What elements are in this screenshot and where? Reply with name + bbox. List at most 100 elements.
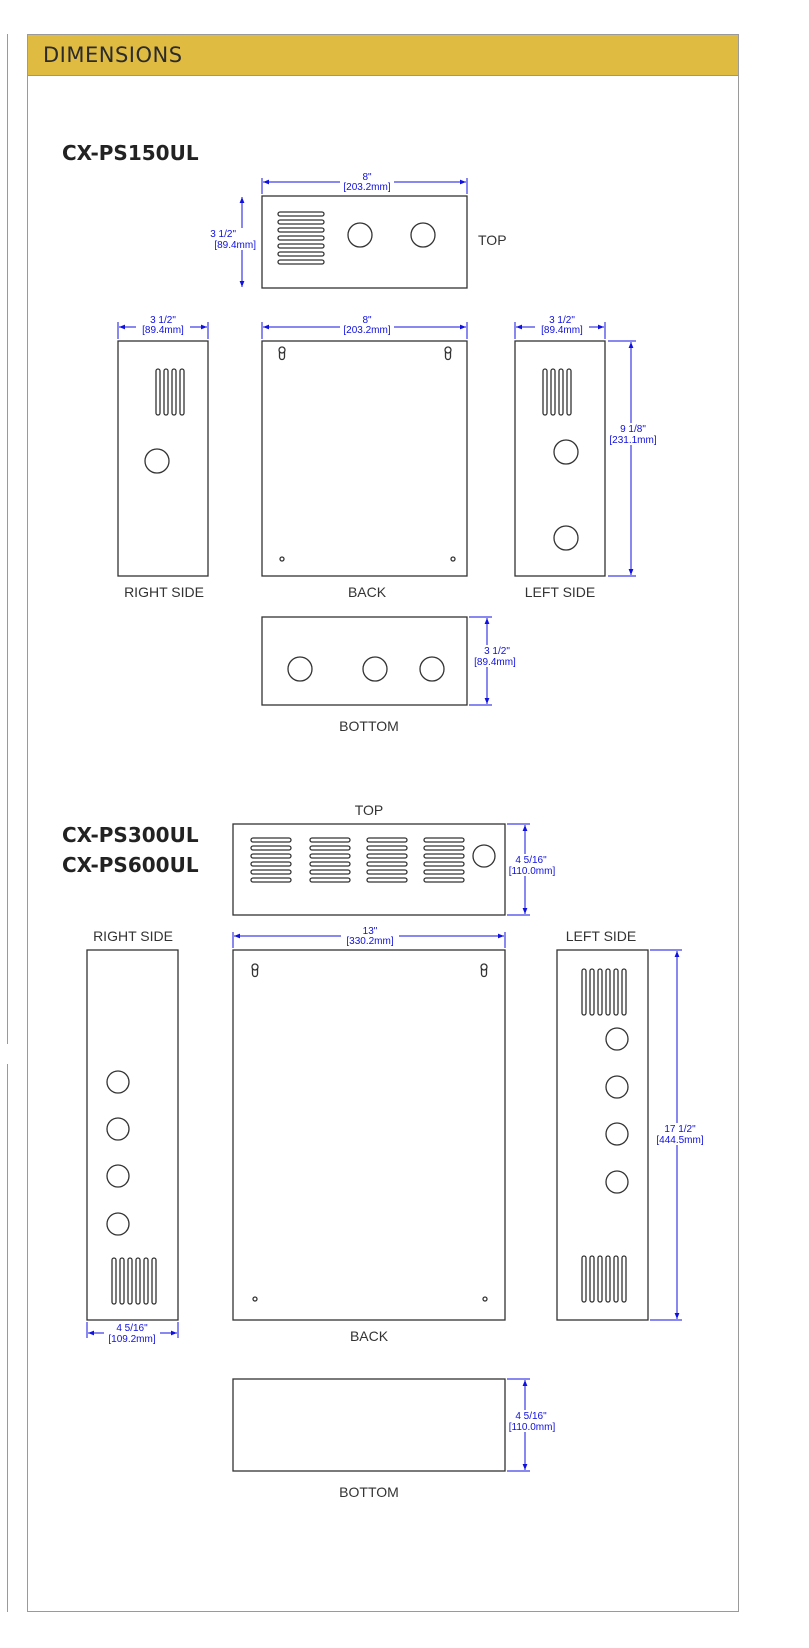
a-left-side-view (514, 340, 606, 577)
a-back-hole-left (279, 556, 285, 562)
a-right-label: RIGHT SIDE (124, 584, 204, 600)
a-right-depth-mm: [89.4mm] (142, 325, 184, 336)
b-top-depth-dim: 4 5/16" [110.0mm] (507, 823, 559, 916)
a-top-knockout-1 (347, 222, 373, 248)
a-right-depth-dim: 3 1/2" [89.4mm] (117, 315, 209, 339)
b-left-knockout-4 (605, 1170, 629, 1194)
a-top-depth-in: 3 1/2" (210, 229, 236, 240)
a-top-depth-dim: 3 1/2" [89.4mm] (204, 197, 256, 287)
a-top-label: TOP (478, 232, 507, 248)
b-top-vent-slots-3 (366, 837, 408, 883)
b-back-keyhole-right (480, 963, 488, 978)
b-top-knockout (472, 844, 496, 868)
page-edge-rule-top (7, 34, 8, 1044)
b-top-vent-slots-1 (250, 837, 292, 883)
b-left-label: LEFT SIDE (566, 928, 637, 944)
b-left-vent-slots-bottom (581, 1255, 627, 1303)
a-bottom-knockout-3 (419, 656, 445, 682)
b-right-depth-in: 4 5/16" (116, 1323, 148, 1334)
a-left-knockout-1 (553, 439, 579, 465)
a-left-height-in: 9 1/8" (620, 424, 646, 435)
a-right-vent-slots (155, 368, 185, 416)
a-back-label: BACK (348, 584, 387, 600)
b-back-view (232, 949, 506, 1321)
a-left-height-dim: 9 1/8" [231.1mm] (608, 340, 660, 577)
a-left-depth-dim: 3 1/2" [89.4mm] (514, 315, 606, 339)
a-bottom-label: BOTTOM (339, 718, 399, 734)
b-left-height-in: 17 1/2" (664, 1124, 696, 1135)
a-bottom-view (261, 616, 468, 706)
b-left-side-view (556, 949, 649, 1321)
b-top-label: TOP (355, 802, 384, 818)
a-bottom-depth-mm: [89.4mm] (474, 657, 516, 668)
b-bottom-label: BOTTOM (339, 1484, 399, 1500)
a-bottom-knockout-1 (287, 656, 313, 682)
a-back-width-dim: 8" [203.2mm] (261, 315, 468, 339)
model-title-cx-ps300ul: CX-PS300UL (62, 823, 199, 847)
a-back-view (261, 340, 468, 577)
section-title: DIMENSIONS (43, 43, 183, 67)
b-back-width-mm: [330.2mm] (346, 936, 393, 947)
a-left-label: LEFT SIDE (525, 584, 596, 600)
b-left-height-mm: [444.5mm] (656, 1135, 703, 1146)
b-left-vent-slots-top (581, 968, 627, 1016)
dimensions-panel: DIMENSIONS (27, 34, 739, 1612)
a-top-depth-mm: [89.4mm] (214, 240, 256, 251)
b-back-hole-right (482, 1296, 488, 1302)
b-bottom-depth-mm: [110.0mm] (509, 1422, 556, 1433)
a-top-view (261, 195, 468, 289)
b-right-label: RIGHT SIDE (93, 928, 173, 944)
b-right-side-view (86, 949, 179, 1321)
b-right-depth-mm: [109.2mm] (108, 1334, 155, 1345)
b-top-vent-slots-2 (309, 837, 351, 883)
b-back-hole-left (252, 1296, 258, 1302)
a-right-knockout (144, 448, 170, 474)
b-right-depth-dim: 4 5/16" [109.2mm] (86, 1322, 179, 1345)
b-top-view (232, 823, 506, 916)
b-right-vent-slots (111, 1257, 157, 1305)
b-top-vent-slots-4 (423, 837, 465, 883)
model-title-cx-ps600ul: CX-PS600UL (62, 853, 199, 877)
a-back-width-mm: [203.2mm] (343, 325, 390, 336)
b-top-depth-mm: [110.0mm] (509, 866, 556, 877)
model-title-cx-ps150ul: CX-PS150UL (62, 141, 199, 165)
a-back-width-in: 8" (362, 315, 372, 326)
section-header: DIMENSIONS (28, 35, 738, 76)
a-left-vent-slots (542, 368, 572, 416)
b-bottom-depth-dim: 4 5/16" [110.0mm] (507, 1378, 559, 1472)
b-right-knockout-1 (106, 1070, 130, 1094)
a-bottom-depth-in: 3 1/2" (484, 646, 510, 657)
a-back-keyhole-left (278, 346, 286, 361)
b-back-keyhole-left (251, 963, 259, 978)
b-bottom-depth-in: 4 5/16" (515, 1411, 547, 1422)
b-bottom-view (232, 1378, 506, 1472)
a-left-knockout-2 (553, 525, 579, 551)
b-back-width-dim: 13" [330.2mm] (232, 926, 506, 948)
b-back-width-in: 13" (363, 926, 378, 937)
a-top-knockout-2 (410, 222, 436, 248)
b-right-knockout-4 (106, 1212, 130, 1236)
b-left-knockout-2 (605, 1075, 629, 1099)
b-back-label: BACK (350, 1328, 389, 1344)
a-bottom-knockout-2 (362, 656, 388, 682)
a-right-depth-in: 3 1/2" (150, 315, 176, 326)
a-right-side-view (117, 340, 209, 577)
b-right-knockout-3 (106, 1164, 130, 1188)
b-right-knockout-2 (106, 1117, 130, 1141)
a-left-height-mm: [231.1mm] (609, 435, 656, 446)
page-edge-rule-bottom (7, 1064, 8, 1612)
b-left-knockout-3 (605, 1122, 629, 1146)
a-top-width-in: 8" (362, 172, 372, 183)
a-bottom-depth-dim: 3 1/2" [89.4mm] (469, 616, 520, 706)
a-top-vent-slots (277, 211, 325, 265)
a-top-width-dim: 8" [203.2mm] (261, 172, 468, 194)
b-left-knockout-1 (605, 1027, 629, 1051)
b-top-depth-in: 4 5/16" (515, 855, 547, 866)
a-back-keyhole-right (444, 346, 452, 361)
b-left-height-dim: 17 1/2" [444.5mm] (650, 949, 708, 1321)
a-top-width-mm: [203.2mm] (343, 182, 390, 193)
a-left-depth-in: 3 1/2" (549, 315, 575, 326)
a-left-depth-mm: [89.4mm] (541, 325, 583, 336)
a-back-hole-right (450, 556, 456, 562)
